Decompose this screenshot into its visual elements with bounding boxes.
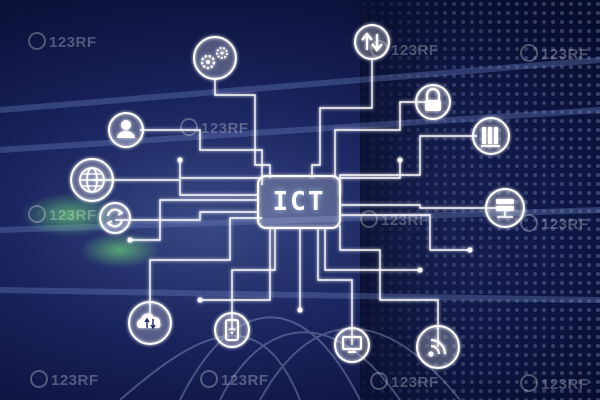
watermark: 123RF <box>180 118 249 137</box>
watermark: 123RF <box>370 372 439 391</box>
watermark: 123RF <box>200 370 269 389</box>
watermark: 123RF <box>520 374 589 393</box>
ict-chip-frame <box>257 175 341 229</box>
watermark: 123RF <box>520 214 589 233</box>
watermark: 123RF <box>28 205 97 224</box>
user-icon <box>108 112 144 148</box>
server-network-icon <box>485 188 525 228</box>
cloud-transfer-icon <box>128 301 172 345</box>
connector-endpoints <box>127 157 473 313</box>
watermark: 123RF <box>360 210 429 229</box>
mobile-wifi-icon <box>214 312 250 348</box>
monitor-icon <box>334 327 370 363</box>
book-shelf-icon <box>472 117 510 155</box>
globe-icon <box>70 158 114 202</box>
watermark: 123RF <box>370 40 439 59</box>
watermark: 123RF <box>520 44 589 63</box>
refresh-icon <box>99 202 131 234</box>
ict-label: ICT <box>272 187 326 217</box>
wifi-signal-icon <box>416 325 460 369</box>
watermark: 123RF <box>30 370 99 389</box>
connector-lines <box>92 58 497 347</box>
padlock-icon <box>415 84 451 120</box>
watermark: 123RF <box>28 32 97 51</box>
gears-icon <box>193 36 237 80</box>
